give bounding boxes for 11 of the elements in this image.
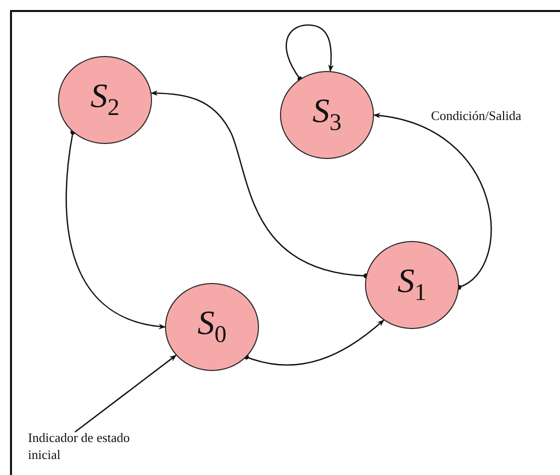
leader-arrow [74, 354, 177, 433]
initial-state-note: Indicador de estado inicial [28, 430, 138, 464]
state-name: S$_{2}$ [90, 80, 120, 120]
state-name: S$_{0}$ [198, 307, 226, 347]
transition-arrow [150, 90, 368, 278]
transition-arrow [373, 113, 492, 290]
transition-arrow [244, 320, 384, 366]
state-name: S$_{1}$ [398, 265, 426, 305]
transition-arrow [286, 24, 334, 82]
state-name: S$_{3}$ [312, 95, 342, 135]
transition-arrow [66, 130, 166, 329]
